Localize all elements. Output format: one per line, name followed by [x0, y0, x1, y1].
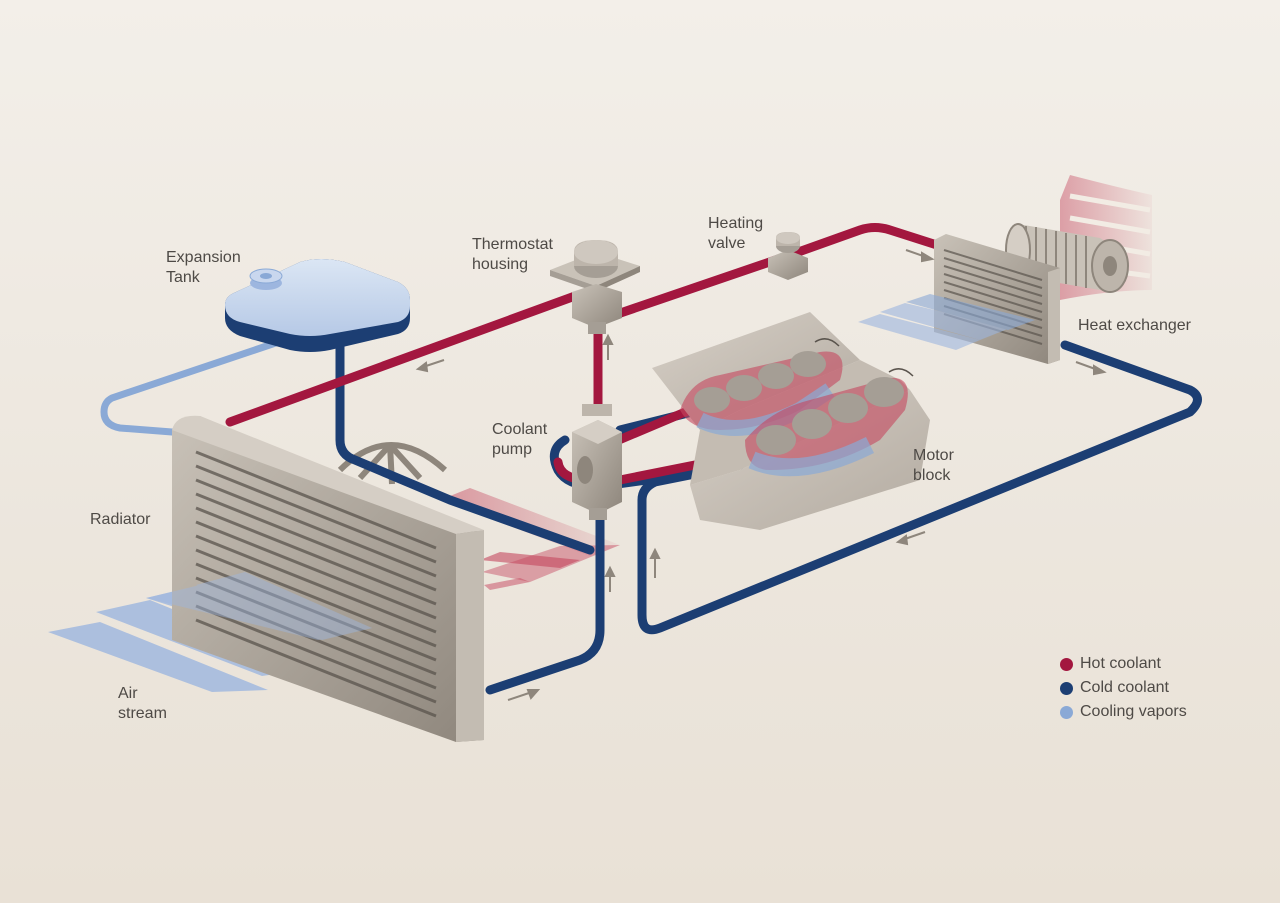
thermostat-housing	[550, 240, 640, 334]
label-thermostat-housing-line-2: housing	[472, 256, 529, 273]
label-coolant-pump-line-2: pump	[492, 441, 533, 458]
lower-cylinders	[745, 377, 908, 477]
cold-coolant-dot-icon	[1060, 681, 1073, 695]
radiator-hot-air	[440, 488, 620, 590]
expansion-tank-hose	[100, 318, 342, 436]
legend: Hot coolant Cold coolant Cooling vapors	[1060, 652, 1187, 724]
label-heat-exchanger-text: Heat exchanger	[1078, 317, 1191, 334]
expansion-tank	[225, 259, 410, 352]
label-motor-block-line-2: block	[913, 467, 951, 484]
label-air-stream-line-2: stream	[118, 705, 167, 722]
label-heating-valve: Heating valve	[708, 214, 763, 254]
legend-item-cold: Cold coolant	[1060, 676, 1187, 700]
radiator	[172, 415, 484, 742]
label-heating-valve-line-1: Heating	[708, 215, 764, 232]
label-thermostat-housing-line-1: Thermostat	[472, 236, 553, 253]
label-heating-valve-line-2: valve	[708, 235, 746, 252]
label-motor-block-line-1: Motor	[913, 447, 954, 464]
label-expansion-tank: Expansion Tank	[166, 248, 241, 288]
label-heat-exchanger: Heat exchanger	[1078, 316, 1191, 336]
flow-arrows	[415, 249, 1107, 701]
radiator-fins	[195, 450, 437, 718]
heating-valve	[768, 232, 808, 280]
motor-block	[652, 312, 930, 530]
label-air-stream-line-1: Air	[118, 685, 138, 702]
cooling-vapors-dot-icon	[1060, 705, 1073, 719]
label-air-stream: Air stream	[118, 684, 167, 724]
label-expansion-tank-line-1: Expansion	[166, 249, 241, 266]
legend-label-hot: Hot coolant	[1080, 655, 1161, 672]
label-thermostat-housing: Thermostat housing	[472, 235, 553, 275]
label-motor-block: Motor block	[913, 446, 954, 486]
air-stream-front	[146, 572, 372, 640]
legend-item-vapors: Cooling vapors	[1060, 700, 1187, 724]
label-coolant-pump-line-1: Coolant	[492, 421, 548, 438]
label-radiator: Radiator	[90, 510, 150, 530]
heat-exchanger-vapors	[858, 294, 1035, 350]
label-radiator-text: Radiator	[90, 511, 151, 528]
label-expansion-tank-line-2: Tank	[166, 269, 200, 286]
coolant-pump	[572, 404, 622, 520]
label-coolant-pump: Coolant pump	[492, 420, 547, 460]
legend-label-vapors: Cooling vapors	[1080, 703, 1187, 720]
hot-coolant-dot-icon	[1060, 657, 1073, 671]
legend-label-cold: Cold coolant	[1080, 679, 1169, 696]
legend-item-hot: Hot coolant	[1060, 652, 1187, 676]
